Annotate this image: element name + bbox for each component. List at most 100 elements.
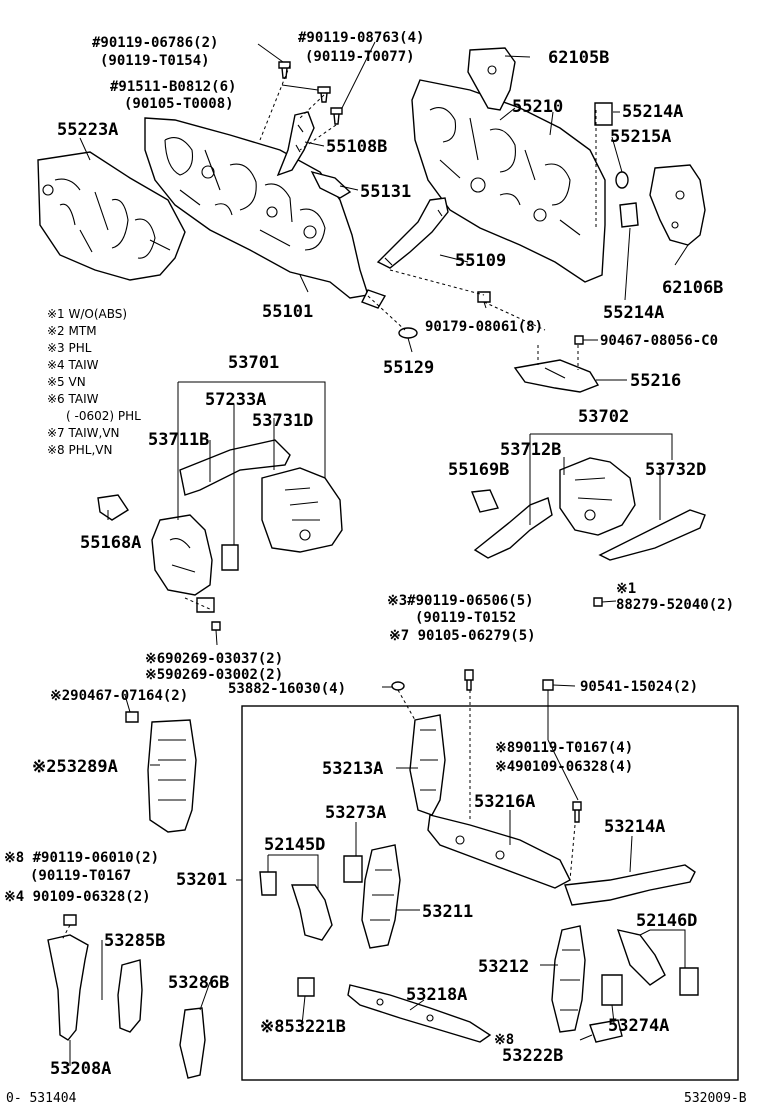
footer-right-code: 532009-B bbox=[684, 1091, 747, 1106]
part-53221B-drawing bbox=[297, 977, 315, 997]
note-line: ※5 VN bbox=[47, 375, 86, 389]
part-90105-06279-drawing bbox=[464, 669, 474, 691]
label-53214A: 53214A bbox=[604, 817, 665, 837]
label-90269-03002: ※590269-03002(2) bbox=[145, 667, 283, 683]
part-53732D-rail-drawing bbox=[598, 509, 706, 561]
label-53712B: 53712B bbox=[500, 440, 561, 460]
part-55216-drawing bbox=[513, 359, 600, 393]
label-90119-06506: ※3#90119-06506(5) bbox=[387, 593, 534, 609]
label-55131: 55131 bbox=[360, 182, 411, 202]
label-53732D: 53732D bbox=[645, 460, 706, 480]
label-53201: 53201 bbox=[176, 870, 227, 890]
label-90119-T0167b: (90119-T0167 bbox=[30, 868, 131, 884]
part-53214A-drawing bbox=[564, 864, 696, 906]
part-53211-drawing bbox=[361, 844, 401, 949]
label-53274A: 53274A bbox=[608, 1016, 669, 1036]
part-53212-drawing bbox=[551, 925, 586, 1033]
part-53218A-drawing bbox=[347, 984, 492, 1043]
label-90109-06328-2: ※4 90109-06328(2) bbox=[4, 889, 151, 905]
label-90105-T0008: (90105-T0008) bbox=[124, 96, 234, 112]
part-52145D-drawing bbox=[259, 871, 333, 941]
label-90269-03037: ※690269-03037(2) bbox=[145, 651, 283, 667]
label-53221B: ※853221B bbox=[260, 1017, 346, 1037]
label-55214A-bot: 55214A bbox=[603, 303, 664, 323]
label-55101: 55101 bbox=[262, 302, 313, 322]
note-line: ※8 PHL,VN bbox=[47, 443, 112, 457]
label-55223A: 55223A bbox=[57, 120, 118, 140]
note-line: ※1 W/O(ABS) bbox=[47, 307, 127, 321]
note-line: ( -0602) PHL bbox=[66, 409, 141, 423]
applicability-notes: ※1 W/O(ABS) ※2 MTM ※3 PHL ※4 TAIW ※5 VN … bbox=[47, 307, 141, 457]
note-line: ※7 TAIW,VN bbox=[47, 426, 120, 440]
label-53222B: 53222B bbox=[502, 1046, 563, 1066]
label-55215A: 55215A bbox=[610, 127, 671, 147]
part-53286B-drawing bbox=[179, 1007, 206, 1079]
label-53711B: 53711B bbox=[148, 430, 209, 450]
label-55129: 55129 bbox=[383, 358, 434, 378]
part-55214A-bot-drawing bbox=[619, 202, 639, 228]
label-90119-T0152: (90119-T0152 bbox=[415, 610, 516, 626]
part-55223A-drawing bbox=[37, 151, 186, 281]
label-55169B: 55169B bbox=[448, 460, 509, 480]
part-55210-drawing bbox=[411, 79, 606, 283]
label-57233A: 57233A bbox=[205, 390, 266, 410]
label-53286B: 53286B bbox=[168, 973, 229, 993]
label-52146D: 52146D bbox=[636, 911, 697, 931]
part-53732D-drawing bbox=[559, 457, 636, 536]
label-90119-T0154: (90119-T0154) bbox=[100, 53, 210, 69]
label-55168A: 55168A bbox=[80, 533, 141, 553]
label-53211: 53211 bbox=[422, 902, 473, 922]
part-52146D-drawing bbox=[616, 929, 699, 996]
label-62105B: 62105B bbox=[548, 48, 609, 68]
part-90179-drawing bbox=[477, 291, 491, 303]
part-53213A-drawing bbox=[409, 714, 446, 816]
label-53702: 53702 bbox=[578, 407, 629, 427]
label-90467-07164: ※290467-07164(2) bbox=[50, 688, 188, 704]
label-90105-06279: ※7 90105-06279(5) bbox=[389, 628, 536, 644]
label-55216: 55216 bbox=[630, 371, 681, 391]
part-55129-drawing bbox=[398, 327, 418, 339]
note-line: ※6 TAIW bbox=[47, 392, 99, 406]
part-53285B-drawing bbox=[117, 959, 143, 1033]
label-55108B: 55108B bbox=[326, 137, 387, 157]
label-53701: 53701 bbox=[228, 353, 279, 373]
part-62105B-drawing bbox=[467, 47, 516, 111]
part-55131-drawing bbox=[310, 170, 352, 199]
part-55214A-top-drawing bbox=[594, 102, 613, 126]
label-90119-06786: #90119-06786(2) bbox=[92, 35, 218, 51]
label-53731D: 53731D bbox=[252, 411, 313, 431]
label-90179-08061: 90179-08061(8) bbox=[425, 319, 543, 335]
bolts-top bbox=[278, 61, 343, 125]
part-55101-drawing bbox=[144, 117, 387, 309]
part-53289A-drawing bbox=[147, 719, 197, 833]
part-labels: #90119-06786(2) (90119-T0154) #90119-087… bbox=[4, 30, 734, 1079]
part-90467-08056-drawing bbox=[574, 335, 584, 345]
label-90467-08056: 90467-08056-C0 bbox=[600, 333, 718, 349]
leader-lines bbox=[69, 41, 689, 1066]
radiator-support-box bbox=[241, 705, 739, 1081]
label-90119-06010: ※8 #90119-06010(2) bbox=[4, 850, 159, 866]
label-55109: 55109 bbox=[455, 251, 506, 271]
label-90541-15024: 90541-15024(2) bbox=[580, 679, 698, 695]
part-88279-drawing bbox=[593, 597, 603, 607]
part-53273A-drawing bbox=[343, 855, 363, 883]
label-note1-mark: ※1 bbox=[616, 581, 636, 597]
part-55108B-drawing bbox=[276, 111, 315, 177]
part-55168A-drawing bbox=[97, 494, 129, 521]
part-53208A-drawing bbox=[47, 934, 89, 1041]
label-90119-08763: #90119-08763(4) bbox=[298, 30, 424, 46]
part-53216A-drawing bbox=[427, 814, 571, 889]
part-53731D-drawing bbox=[261, 467, 343, 553]
label-53222B-mark: ※8 bbox=[494, 1032, 514, 1048]
label-53208A: 53208A bbox=[50, 1059, 111, 1079]
label-88279-52040: 88279-52040(2) bbox=[616, 597, 734, 613]
part-53222B-drawing bbox=[589, 1019, 623, 1043]
label-91511-B0812: #91511-B0812(6) bbox=[110, 79, 236, 95]
label-53216A: 53216A bbox=[474, 792, 535, 812]
bolt-left-mid bbox=[63, 914, 77, 926]
label-53882-16030: 53882-16030(4) bbox=[228, 681, 346, 697]
part-53711B-drawing bbox=[179, 439, 291, 496]
part-55169B-drawing bbox=[471, 489, 499, 513]
label-90119-T0167-4: ※890119-T0167(4) bbox=[495, 740, 633, 756]
